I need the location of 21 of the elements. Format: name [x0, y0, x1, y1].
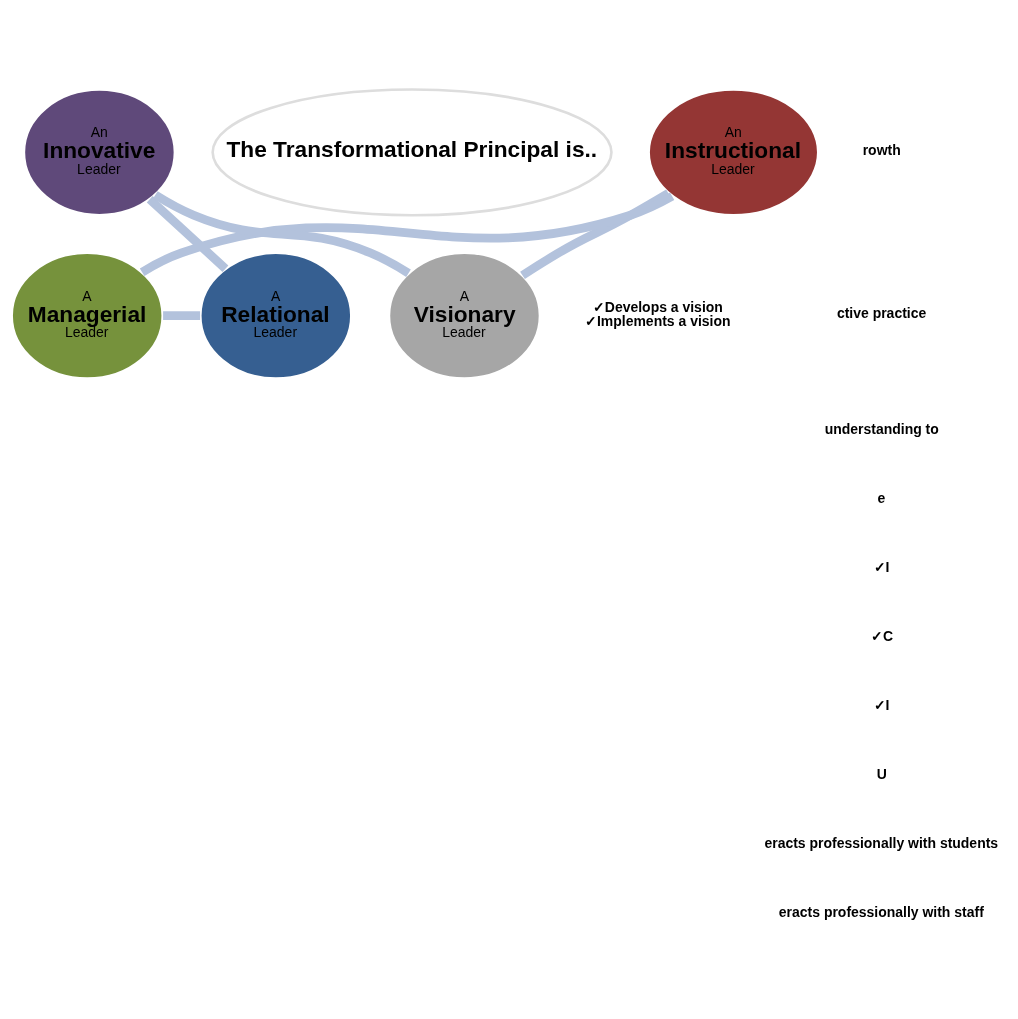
- label: ctive practice: [836, 304, 927, 321]
- label: rowth: [862, 141, 901, 158]
- node-ellipse: The Transformational Principal is..: [211, 87, 613, 217]
- connector: [139, 191, 675, 276]
- node-ellipse: A Relational Leader: [198, 251, 353, 380]
- label: understanding to: [824, 420, 939, 437]
- label: e: [877, 489, 886, 506]
- connector: [163, 310, 201, 320]
- node-ellipse: A Managerial Leader: [10, 251, 165, 380]
- label: U: [876, 765, 887, 782]
- label: ✓I: [873, 696, 890, 713]
- node-ellipse: An Instructional Leader: [647, 87, 820, 217]
- label: ✓I: [873, 558, 890, 575]
- connector: [520, 188, 671, 279]
- connector: [153, 190, 411, 277]
- label: ✓C: [870, 627, 894, 644]
- node-ellipse: A Visionary Leader: [387, 251, 542, 380]
- node-label: ✓Develops a vision: [592, 298, 723, 315]
- label: eracts professionally with staff: [778, 903, 984, 920]
- label: eracts professionally with students: [764, 834, 999, 851]
- node-ellipse: An Innovative Leader: [22, 87, 177, 217]
